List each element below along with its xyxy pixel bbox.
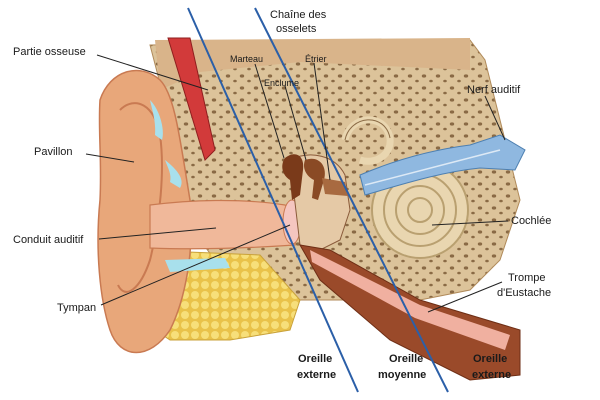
label-etrier: Étrier — [305, 54, 327, 64]
region-middle-line1: Oreille — [389, 353, 423, 365]
ossicle-malleus — [282, 154, 304, 200]
region-right-line1: Oreille — [473, 353, 507, 365]
label-enclume: Enclume — [264, 78, 299, 88]
ossicle-stapes — [322, 178, 348, 196]
cartilage-2 — [165, 160, 182, 188]
pinna — [97, 69, 193, 354]
tube-lining — [310, 250, 510, 350]
region-left-line2: externe — [297, 369, 336, 381]
region-right-line2: externe — [472, 369, 511, 381]
bone-top-surface — [155, 38, 470, 90]
label-trompe-line1: Trompe — [508, 272, 546, 284]
region-left-line1: Oreille — [298, 353, 332, 365]
label-chaine-line2: osselets — [276, 23, 317, 35]
label-partie-osseuse: Partie osseuse — [13, 46, 86, 58]
label-pavillon: Pavillon — [34, 146, 73, 158]
label-tympan: Tympan — [57, 302, 96, 314]
label-cochlee: Cochlée — [511, 215, 551, 227]
label-chaine-line1: Chaîne des — [270, 9, 327, 21]
pinna-inner-fold — [117, 102, 163, 293]
cartilage-3 — [165, 258, 230, 272]
label-trompe-line2: d'Eustache — [497, 287, 551, 299]
label-nerf-auditif: Nerf auditif — [467, 84, 521, 96]
region-middle-line2: moyenne — [378, 369, 426, 381]
muscle-strip — [167, 37, 216, 161]
divider-outer-middle — [187, 7, 359, 393]
cartilage-1 — [150, 100, 163, 140]
divider-middle-inner — [254, 7, 449, 393]
label-marteau: Marteau — [230, 54, 263, 64]
ossicle-incus — [304, 158, 325, 200]
middle-ear-cavity — [289, 154, 351, 251]
label-conduit-auditif: Conduit auditif — [13, 234, 84, 246]
